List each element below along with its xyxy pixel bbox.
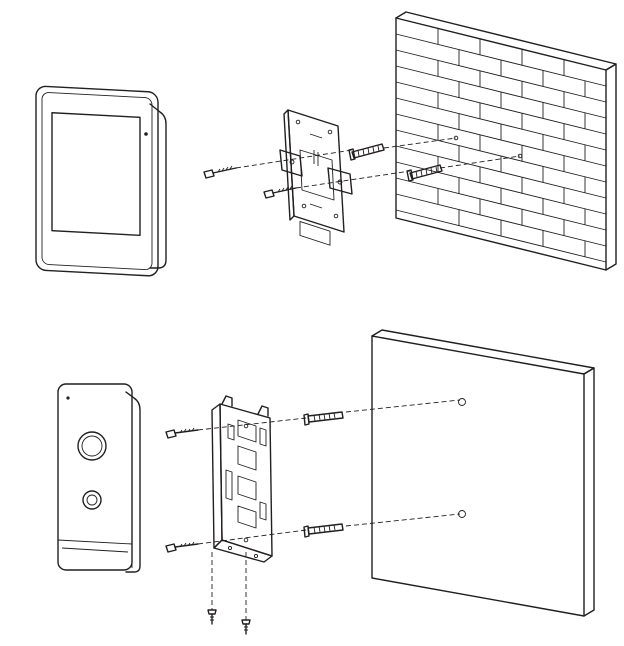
wall-anchor (348, 143, 385, 161)
monitor-led-indicator (144, 132, 148, 136)
brick-wall (395, 11, 617, 271)
indoor-monitor (35, 85, 167, 277)
indoor-monitor-installation (35, 11, 617, 277)
call-button (82, 490, 102, 510)
screw (241, 619, 251, 635)
indicator-light (66, 396, 70, 400)
screw (263, 185, 297, 199)
mounting-bracket (211, 395, 273, 563)
door-station-installation (57, 329, 595, 635)
screw (165, 541, 199, 553)
camera-lens (77, 431, 107, 461)
wall-anchor (406, 164, 443, 182)
mounting-plate (279, 109, 353, 246)
monitor-screen (51, 112, 141, 237)
screw (165, 427, 199, 439)
screw (203, 165, 237, 179)
door-station (57, 383, 141, 573)
wall-anchor (303, 411, 344, 426)
screw (207, 609, 217, 625)
wall-anchor (303, 523, 344, 538)
wall (371, 329, 595, 617)
